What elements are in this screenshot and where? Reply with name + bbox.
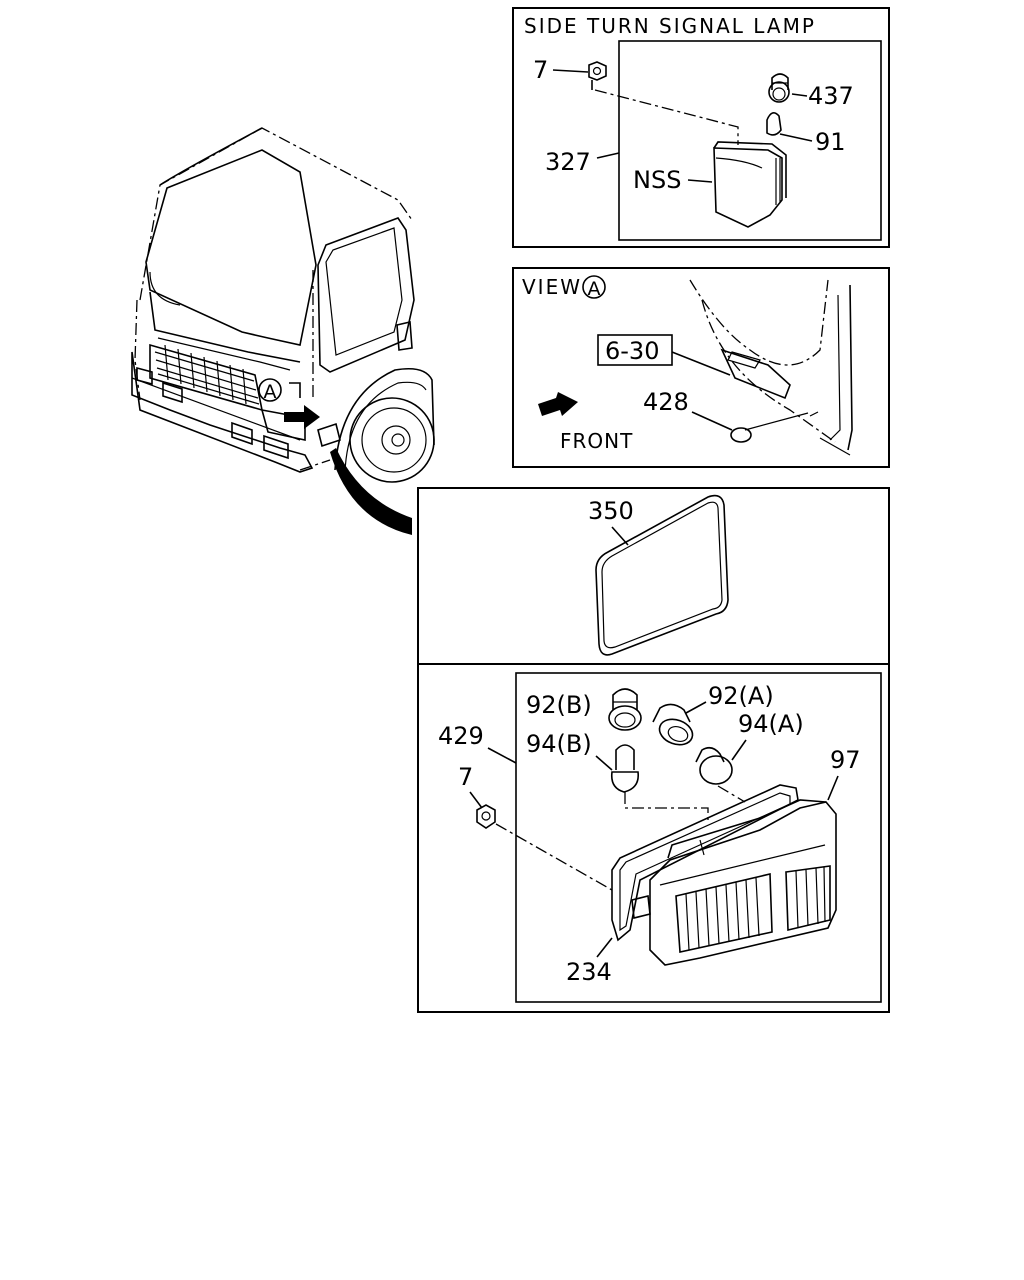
label-nut-lower: 7 [458, 763, 473, 791]
socket-92a [652, 703, 694, 746]
panel-title: SIDE TURN SIGNAL LAMP [524, 14, 816, 38]
zoom-pointer [330, 448, 412, 535]
label-gasket: 234 [566, 958, 612, 986]
label-bulb-b: 94(B) [526, 730, 592, 758]
label-socket-b: 92(B) [526, 691, 592, 719]
label-grommet: 428 [643, 388, 689, 416]
label-lens-bulb: 91 [815, 128, 846, 156]
view-direction-arrow [284, 405, 320, 429]
bulb-94a [695, 746, 733, 785]
label-nss: NSS [633, 166, 681, 194]
label-lens: 350 [588, 497, 634, 525]
label-bulb-a: 94(A) [738, 710, 804, 738]
side-turn-signal-lamp-panel: SIDE TURN SIGNAL LAMP 7 437 91 NSS [512, 7, 890, 248]
lens-panel: 350 [417, 487, 890, 665]
lens-350 [595, 494, 729, 656]
grille [149, 343, 264, 412]
bulb-437 [768, 73, 790, 103]
view-circle-letter: A [588, 278, 601, 300]
view-marker-letter: A [264, 381, 277, 403]
front-label: FRONT [560, 429, 633, 453]
front-arrow [538, 392, 578, 416]
front-lamp-housing [611, 784, 837, 966]
view-title: VIEW [522, 275, 582, 299]
reference-6-30: 6-30 [605, 337, 659, 365]
label-socket-a: 92(A) [708, 682, 774, 710]
label-housing: 97 [830, 746, 861, 774]
front-lamp-panel: 92(B) 92(A) 94(B) 94(A) [417, 663, 890, 1013]
truck-cab-illustration: A [131, 127, 435, 535]
label-lamp-assembly: 327 [545, 148, 591, 176]
label-assembly: 429 [438, 722, 484, 750]
view-a-panel: VIEW A 6-30 428 FRONT [512, 267, 890, 468]
bulb-94b [610, 744, 640, 793]
side-lamp-body [713, 141, 787, 228]
label-bulb: 437 [808, 82, 854, 110]
label-nut: 7 [533, 56, 548, 84]
socket-92b [608, 688, 642, 731]
